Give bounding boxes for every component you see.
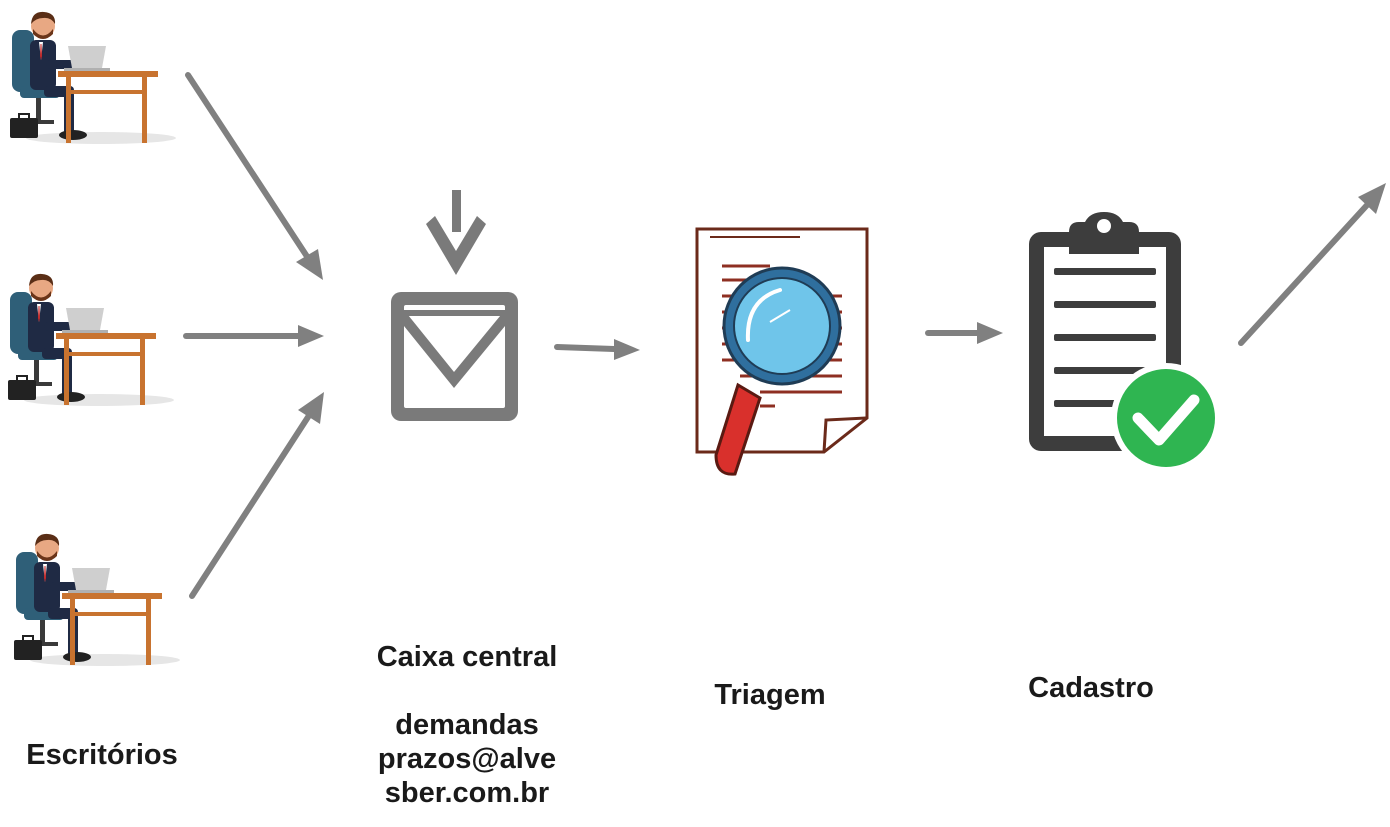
- offices-label: Escritórios: [26, 739, 178, 771]
- triage-label: Triagem: [714, 679, 826, 711]
- office-worker-icon: [7, 272, 175, 407]
- arrow-registration-outgoing: [1238, 183, 1386, 346]
- arrow-office-1-to-mailbox: [185, 72, 323, 280]
- clipboard-check-icon: [1029, 212, 1221, 473]
- arrow-office-3-to-mailbox: [189, 392, 324, 599]
- registration-label: Cadastro: [1028, 672, 1154, 704]
- central-box-email-line: sber.com.br: [384, 777, 550, 809]
- office-worker-icon: [9, 10, 177, 145]
- office-worker-icon: [13, 532, 181, 667]
- central-box-label: Caixa central demandas prazos@alve sber.…: [356, 640, 578, 810]
- central-box-title: Caixa central: [376, 641, 558, 673]
- arrow-triage-to-registration: [925, 322, 1003, 344]
- arrow-mailbox-to-triage: [554, 339, 640, 360]
- central-box-email-line: demandas: [395, 709, 539, 741]
- central-box-email-line: prazos@alve: [377, 743, 557, 775]
- arrow-office-2-to-mailbox: [183, 325, 324, 347]
- document-magnifier-icon: [695, 227, 869, 476]
- mail-inbox-icon: [391, 190, 518, 421]
